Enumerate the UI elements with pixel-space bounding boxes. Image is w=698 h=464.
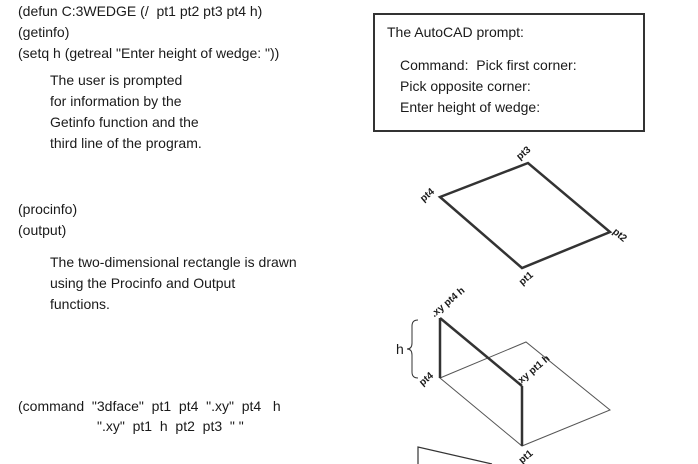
description-line: third line of the program. [50, 135, 202, 151]
height-brace [406, 319, 419, 379]
description-line: Getinfo function and the [50, 114, 199, 130]
description-line: using the Procinfo and Output [50, 275, 236, 291]
description-line: functions. [50, 296, 110, 312]
code-line-output: (output) [18, 222, 67, 238]
description-line: The user is prompted [50, 72, 183, 88]
label-pt1: pt1 [517, 448, 536, 464]
wedge-diagram: h .xy pt4 h pt4 .xy pt1 h pt1 [396, 285, 611, 464]
label-pt4: pt4 [417, 370, 436, 388]
autocad-prompt-box: The AutoCAD prompt: Command: Pick first … [373, 13, 645, 132]
code-line-getinfo: (getinfo) [18, 24, 70, 40]
prompt-line: Command: Pick first corner: [400, 57, 577, 73]
prompt-box-title: The AutoCAD prompt: [387, 24, 524, 40]
label-pt1: pt1 [517, 270, 536, 288]
label-pt2: pt2 [610, 226, 629, 244]
prompt-line: Enter height of wedge: [400, 99, 541, 115]
label-h: h [396, 341, 404, 357]
code-line-setq: (setq h (getreal "Enter height of wedge:… [18, 45, 280, 61]
label-xy-pt4-h: .xy pt4 h [429, 285, 467, 320]
prompt-line: Pick opposite corner: [400, 78, 531, 94]
code-line-command-continued: ".xy" pt1 h pt2 pt3 " " [97, 418, 244, 434]
label-pt4: pt4 [418, 186, 437, 204]
code-line-defun: (defun C:3WEDGE (/ pt1 pt2 pt3 pt4 h) [18, 3, 263, 19]
wedge-base [439, 341, 611, 447]
label-xy-pt1-h: .xy pt1 h [514, 353, 552, 388]
base-rectangle [437, 161, 613, 270]
code-line-procinfo: (procinfo) [18, 201, 78, 217]
code-line-command: (command "3dface" pt1 pt4 ".xy" pt4 h [18, 398, 281, 414]
label-pt3: pt3 [515, 144, 534, 162]
partial-shape [417, 446, 493, 464]
description-line: The two-dimensional rectangle is drawn [50, 254, 297, 270]
description-line: for information by the [50, 93, 182, 109]
rectangle-diagram: pt3 pt4 pt2 pt1 h .xy pt4 h pt4 .xy pt1 … [396, 144, 629, 464]
wedge-edge [439, 317, 523, 387]
